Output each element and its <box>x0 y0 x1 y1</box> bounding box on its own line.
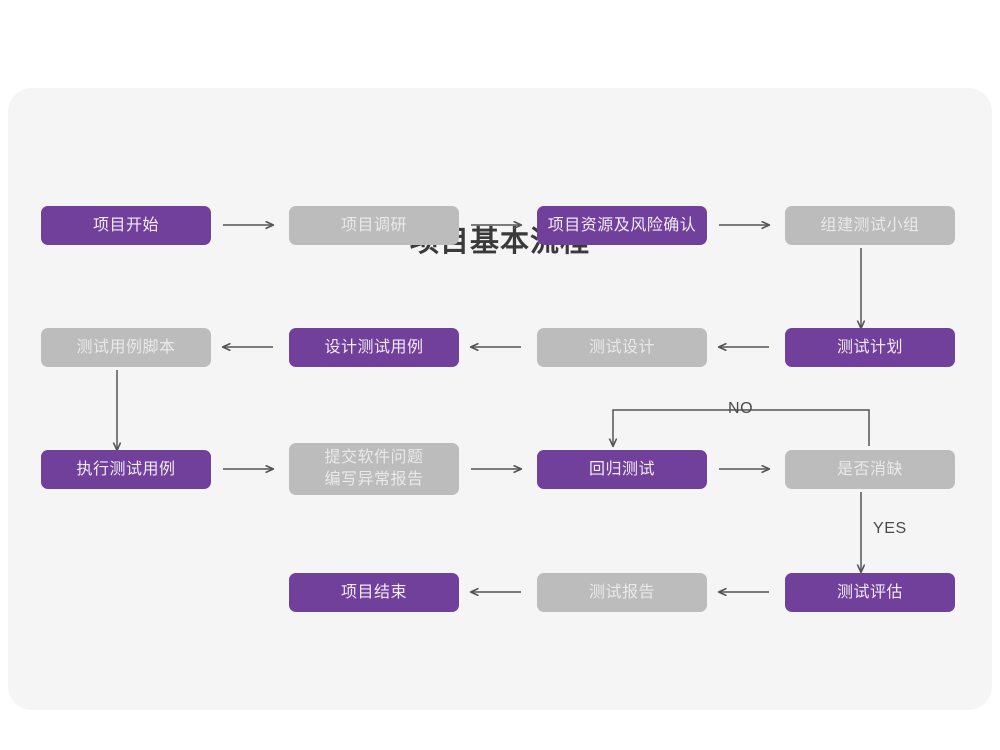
node-label: 项目调研 <box>340 216 407 234</box>
node-defect-cleared[interactable]: 是否消缺 <box>785 450 955 489</box>
node-label: 是否消缺 <box>836 460 903 478</box>
node-regression-test[interactable]: 回归测试 <box>537 450 707 489</box>
node-test-evaluation[interactable]: 测试评估 <box>785 573 955 612</box>
node-label: 项目资源及风险确认 <box>547 216 697 234</box>
node-form-test-team[interactable]: 组建测试小组 <box>785 206 955 245</box>
node-project-research[interactable]: 项目调研 <box>289 206 459 245</box>
node-project-end[interactable]: 项目结束 <box>289 573 459 612</box>
edge-label-no: NO <box>728 400 754 417</box>
node-resource-risk-confirm[interactable]: 项目资源及风险确认 <box>537 206 707 245</box>
connector-layer <box>8 88 992 710</box>
flowchart-panel: 项目基本流程 <box>8 88 992 710</box>
node-label: 测试用例脚本 <box>76 338 176 356</box>
node-test-case-script[interactable]: 测试用例脚本 <box>41 328 211 367</box>
node-label: 设计测试用例 <box>324 338 424 356</box>
node-label-line1: 提交软件问题 <box>324 449 424 466</box>
node-label: 组建测试小组 <box>820 216 920 234</box>
node-project-start[interactable]: 项目开始 <box>41 206 211 245</box>
node-submit-issue-report[interactable]: 提交软件问题 编写异常报告 <box>289 443 459 495</box>
node-test-design[interactable]: 测试设计 <box>537 328 707 367</box>
node-label-line2: 编写异常报告 <box>324 471 424 488</box>
node-label: 测试设计 <box>588 338 655 356</box>
edge-label-yes: YES <box>873 520 907 537</box>
node-label: 项目结束 <box>340 583 407 601</box>
node-label: 项目开始 <box>92 216 159 234</box>
node-label: 测试报告 <box>588 583 655 601</box>
node-design-test-cases[interactable]: 设计测试用例 <box>289 328 459 367</box>
node-label: 测试计划 <box>836 338 903 356</box>
node-label: 执行测试用例 <box>76 460 176 478</box>
node-label: 回归测试 <box>588 460 655 478</box>
node-label: 测试评估 <box>836 583 903 601</box>
node-test-plan[interactable]: 测试计划 <box>785 328 955 367</box>
node-test-report[interactable]: 测试报告 <box>537 573 707 612</box>
node-execute-test-cases[interactable]: 执行测试用例 <box>41 450 211 489</box>
